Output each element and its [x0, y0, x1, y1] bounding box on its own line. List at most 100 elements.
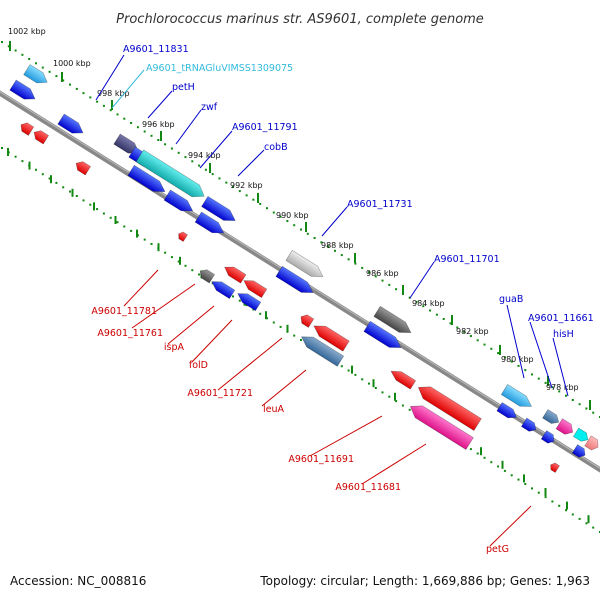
tick-dot: [429, 309, 432, 312]
tick-dot: [252, 308, 255, 311]
tick-dot: [14, 155, 17, 158]
gene-label[interactable]: A9601_11831: [123, 44, 189, 55]
reverse-gene[interactable]: [407, 400, 474, 450]
tick-dot: [449, 322, 452, 325]
reverse-gene[interactable]: [548, 461, 560, 473]
tick-dot: [1, 147, 3, 149]
tick-track-outer: [1, 41, 600, 418]
tick-dot: [75, 195, 78, 197]
forward-gene[interactable]: [194, 211, 227, 238]
forward-gene[interactable]: [135, 149, 208, 202]
gene-label-leader: [489, 505, 532, 547]
forward-gene[interactable]: [571, 444, 587, 460]
reverse-strand-genes: [18, 121, 560, 473]
tick-dot: [35, 62, 37, 65]
forward-gene[interactable]: [127, 164, 168, 196]
gene-label[interactable]: petG: [486, 544, 509, 555]
forward-gene[interactable]: [572, 427, 590, 444]
gene-label[interactable]: folD: [189, 360, 208, 371]
gene-label[interactable]: zwf: [201, 102, 218, 113]
gene-label[interactable]: A9601_11791: [232, 122, 298, 133]
tick-dot: [116, 113, 119, 116]
tick-dot: [184, 156, 187, 159]
gene-label[interactable]: petH: [172, 82, 195, 93]
forward-gene[interactable]: [542, 409, 562, 427]
gene-label[interactable]: ispA: [164, 342, 185, 353]
forward-gene[interactable]: [275, 265, 316, 297]
reverse-gene[interactable]: [73, 159, 92, 176]
gene-label-leader: [95, 54, 125, 101]
tick-dot: [259, 312, 262, 315]
forward-gene[interactable]: [584, 435, 600, 453]
tick-dot: [415, 300, 418, 303]
gene-label-leader: [409, 261, 435, 299]
tick-dot: [102, 212, 105, 215]
kbp-label: 980 kbp: [501, 355, 534, 364]
forward-gene[interactable]: [57, 113, 86, 138]
tick-dot: [164, 251, 167, 254]
gene-label[interactable]: A9601_11761: [97, 328, 163, 339]
tick-dot: [497, 465, 500, 468]
gene-label[interactable]: hisH: [553, 329, 574, 340]
reverse-gene[interactable]: [31, 128, 50, 145]
reverse-gene[interactable]: [197, 267, 216, 284]
forward-gene[interactable]: [163, 189, 196, 216]
forward-gene[interactable]: [201, 195, 239, 225]
tick-dot: [238, 299, 241, 302]
gene-label[interactable]: A9601_11721: [187, 388, 253, 399]
tick-dot: [354, 262, 357, 265]
gene-label[interactable]: A9601_11661: [528, 313, 594, 324]
map-title: Prochlorococcus marinus str. AS9601, com…: [116, 12, 484, 27]
tick-dot: [388, 283, 391, 286]
tick-dot: [259, 202, 262, 205]
gene-label-leader: [111, 69, 145, 109]
reverse-gene[interactable]: [18, 121, 35, 136]
tick-dot: [300, 228, 302, 231]
reverse-gene[interactable]: [222, 263, 247, 284]
forward-gene[interactable]: [373, 305, 414, 337]
gene-label[interactable]: cobB: [264, 142, 288, 153]
gene-label[interactable]: A9601_11691: [288, 454, 354, 465]
kbp-label: 1000 kbp: [53, 59, 91, 68]
gene-label-leader: [237, 149, 265, 177]
gene-label[interactable]: guaB: [499, 294, 523, 305]
tick-dot: [62, 186, 65, 189]
tick-dot: [558, 390, 561, 393]
reverse-gene[interactable]: [241, 276, 268, 299]
tick-dot: [422, 305, 425, 308]
reverse-gene[interactable]: [311, 321, 350, 352]
gene-label[interactable]: A9601_tRNAGluVIMSS1309075: [146, 63, 293, 74]
reverse-gene[interactable]: [209, 277, 236, 300]
gene-label-leader: [131, 283, 196, 329]
tick-dot: [456, 326, 459, 329]
forward-gene[interactable]: [500, 384, 534, 411]
reverse-gene[interactable]: [298, 332, 345, 367]
gene-label[interactable]: A9601_11781: [91, 306, 157, 317]
gene-label[interactable]: leuA: [263, 404, 285, 415]
tick-dot: [48, 70, 51, 73]
tick-dot: [109, 109, 112, 112]
forward-gene[interactable]: [496, 402, 519, 421]
forward-gene[interactable]: [23, 64, 51, 88]
tick-dot: [157, 139, 160, 141]
reverse-gene[interactable]: [176, 230, 188, 242]
tick-dot: [198, 273, 201, 276]
gene-label[interactable]: A9601_11681: [335, 482, 401, 493]
gene-label[interactable]: A9601_11731: [347, 199, 413, 210]
forward-gene[interactable]: [540, 430, 556, 446]
reverse-gene[interactable]: [388, 367, 417, 390]
forward-gene[interactable]: [555, 418, 576, 438]
forward-gene[interactable]: [363, 320, 404, 352]
forward-gene[interactable]: [285, 249, 326, 281]
gene-label[interactable]: A9601_11701: [434, 254, 500, 265]
reverse-gene[interactable]: [298, 313, 315, 328]
forward-gene[interactable]: [520, 417, 538, 434]
reverse-gene[interactable]: [235, 289, 262, 312]
tick-dot: [96, 100, 99, 103]
tick-dot: [395, 288, 398, 291]
reverse-gene[interactable]: [415, 381, 482, 431]
tick-dot: [544, 496, 547, 499]
tick-dot: [585, 522, 588, 525]
forward-gene[interactable]: [9, 79, 38, 104]
